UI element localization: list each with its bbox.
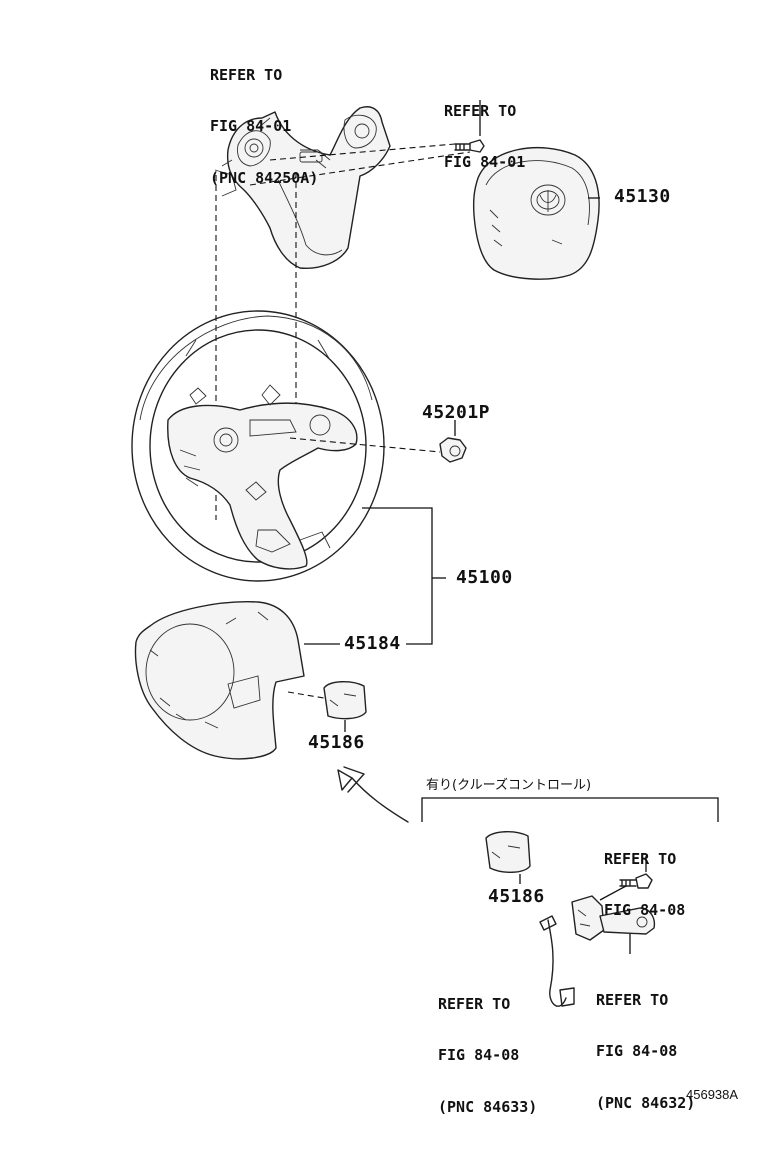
bolt-right: [619, 856, 653, 889]
ref-bolt-top: REFER TO FIG 84-01: [444, 68, 525, 206]
ref-line: FIG 84-01: [210, 117, 292, 136]
cruise-control-lever: [571, 885, 656, 954]
option-arrow: [337, 766, 409, 823]
ref-line: FIG 84-08: [438, 1046, 520, 1065]
ref-line: FIG 84-01: [444, 153, 526, 172]
ref-harness: REFER TO FIG 84-08 (PNC 84633): [438, 961, 537, 1151]
ref-bolt-right: REFER TO FIG 84-08: [604, 816, 685, 954]
bolt-top: [454, 100, 485, 153]
nut: [289, 420, 467, 463]
ref-line: REFER TO: [210, 65, 283, 84]
figure-code: 456938A: [686, 1087, 739, 1102]
part-number-wheel: 45100: [456, 567, 513, 588]
ref-line: (PNC 84632): [596, 1094, 696, 1112]
part-number-switch-upper: 45186: [308, 732, 365, 753]
ref-line: (PNC 84250A): [210, 169, 319, 187]
part-number-cover: 45184: [344, 633, 401, 654]
diagram-drawing: [131, 100, 719, 1007]
ref-line: REFER TO: [596, 990, 669, 1009]
ref-line: FIG 84-08: [604, 901, 686, 920]
parts-diagram: REFER TO FIG 84-01 (PNC 84250A) REFER TO…: [131, 32, 739, 1116]
ref-lever: REFER TO FIG 84-08 (PNC 84632): [596, 957, 695, 1147]
wire-harness: [539, 915, 575, 1007]
airbag-module: [472, 146, 600, 280]
part-number-switch-lower: 45186: [488, 886, 545, 907]
ref-line: REFER TO: [444, 101, 517, 120]
ref-switch-top: REFER TO FIG 84-01 (PNC 84250A): [210, 32, 318, 222]
option-note: 有り(クルーズコントロール): [426, 778, 592, 793]
ref-line: (PNC 84633): [438, 1098, 538, 1116]
steering-wheel: [131, 310, 385, 582]
cruise-switch-lower: [485, 831, 531, 884]
ref-line: FIG 84-08: [596, 1042, 678, 1061]
part-number-airbag: 45130: [614, 186, 671, 207]
ref-line: REFER TO: [438, 994, 511, 1013]
steering-lower-cover: [134, 601, 340, 760]
cruise-switch-upper: [287, 681, 367, 732]
ref-line: REFER TO: [604, 849, 677, 868]
part-number-nut: 45201P: [422, 402, 491, 423]
